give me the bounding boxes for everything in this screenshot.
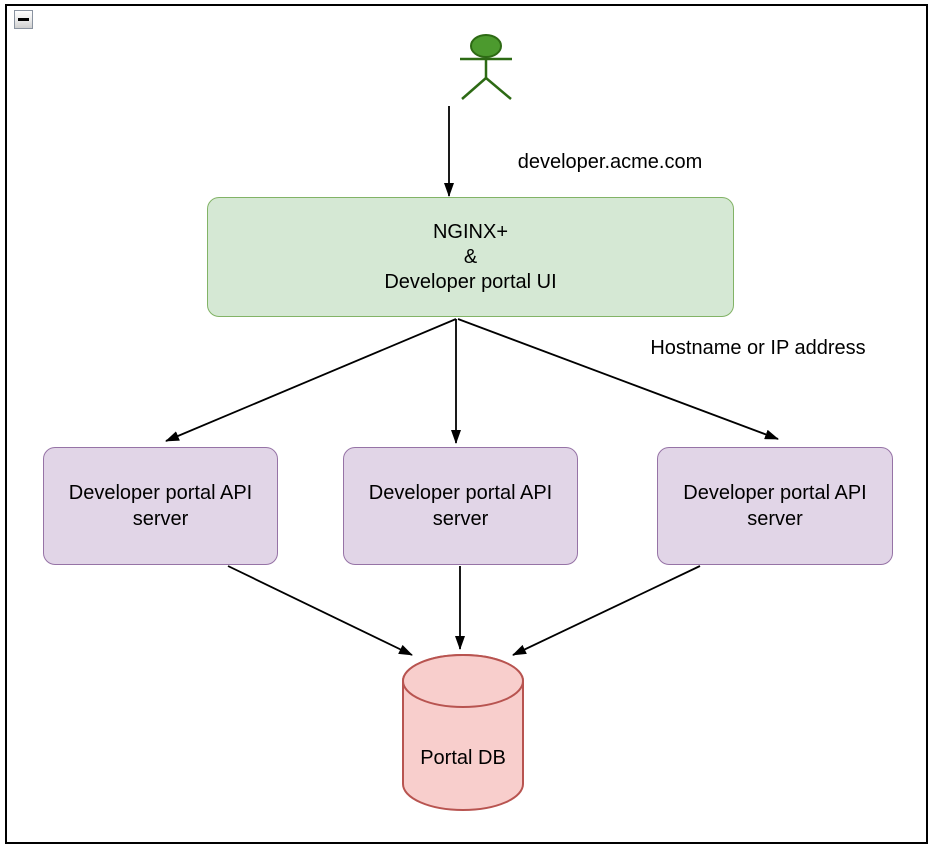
domain-label: developer.acme.com: [517, 151, 703, 173]
api-server-label: Developer portal API server: [683, 482, 867, 530]
node-api-server-1[interactable]: Developer portal API server: [43, 447, 278, 565]
gateway-label-line3: Developer portal UI: [384, 270, 557, 293]
minus-icon: [18, 18, 29, 21]
diagram-frame: [5, 4, 928, 844]
collapse-button[interactable]: [14, 10, 33, 29]
api-server-label: Developer portal API server: [68, 482, 253, 530]
node-api-server-2[interactable]: Developer portal API server: [343, 447, 578, 565]
api-server-label: Developer portal API server: [368, 482, 553, 530]
node-api-server-3[interactable]: Developer portal API server: [657, 447, 893, 565]
node-nginx-gateway[interactable]: NGINX+ & Developer portal UI: [207, 197, 734, 317]
routing-label: Hostname or IP address: [650, 337, 866, 359]
gateway-label-line2: &: [463, 245, 478, 268]
database-label: Portal DB: [420, 747, 506, 769]
gateway-label-line1: NGINX+: [432, 220, 509, 243]
